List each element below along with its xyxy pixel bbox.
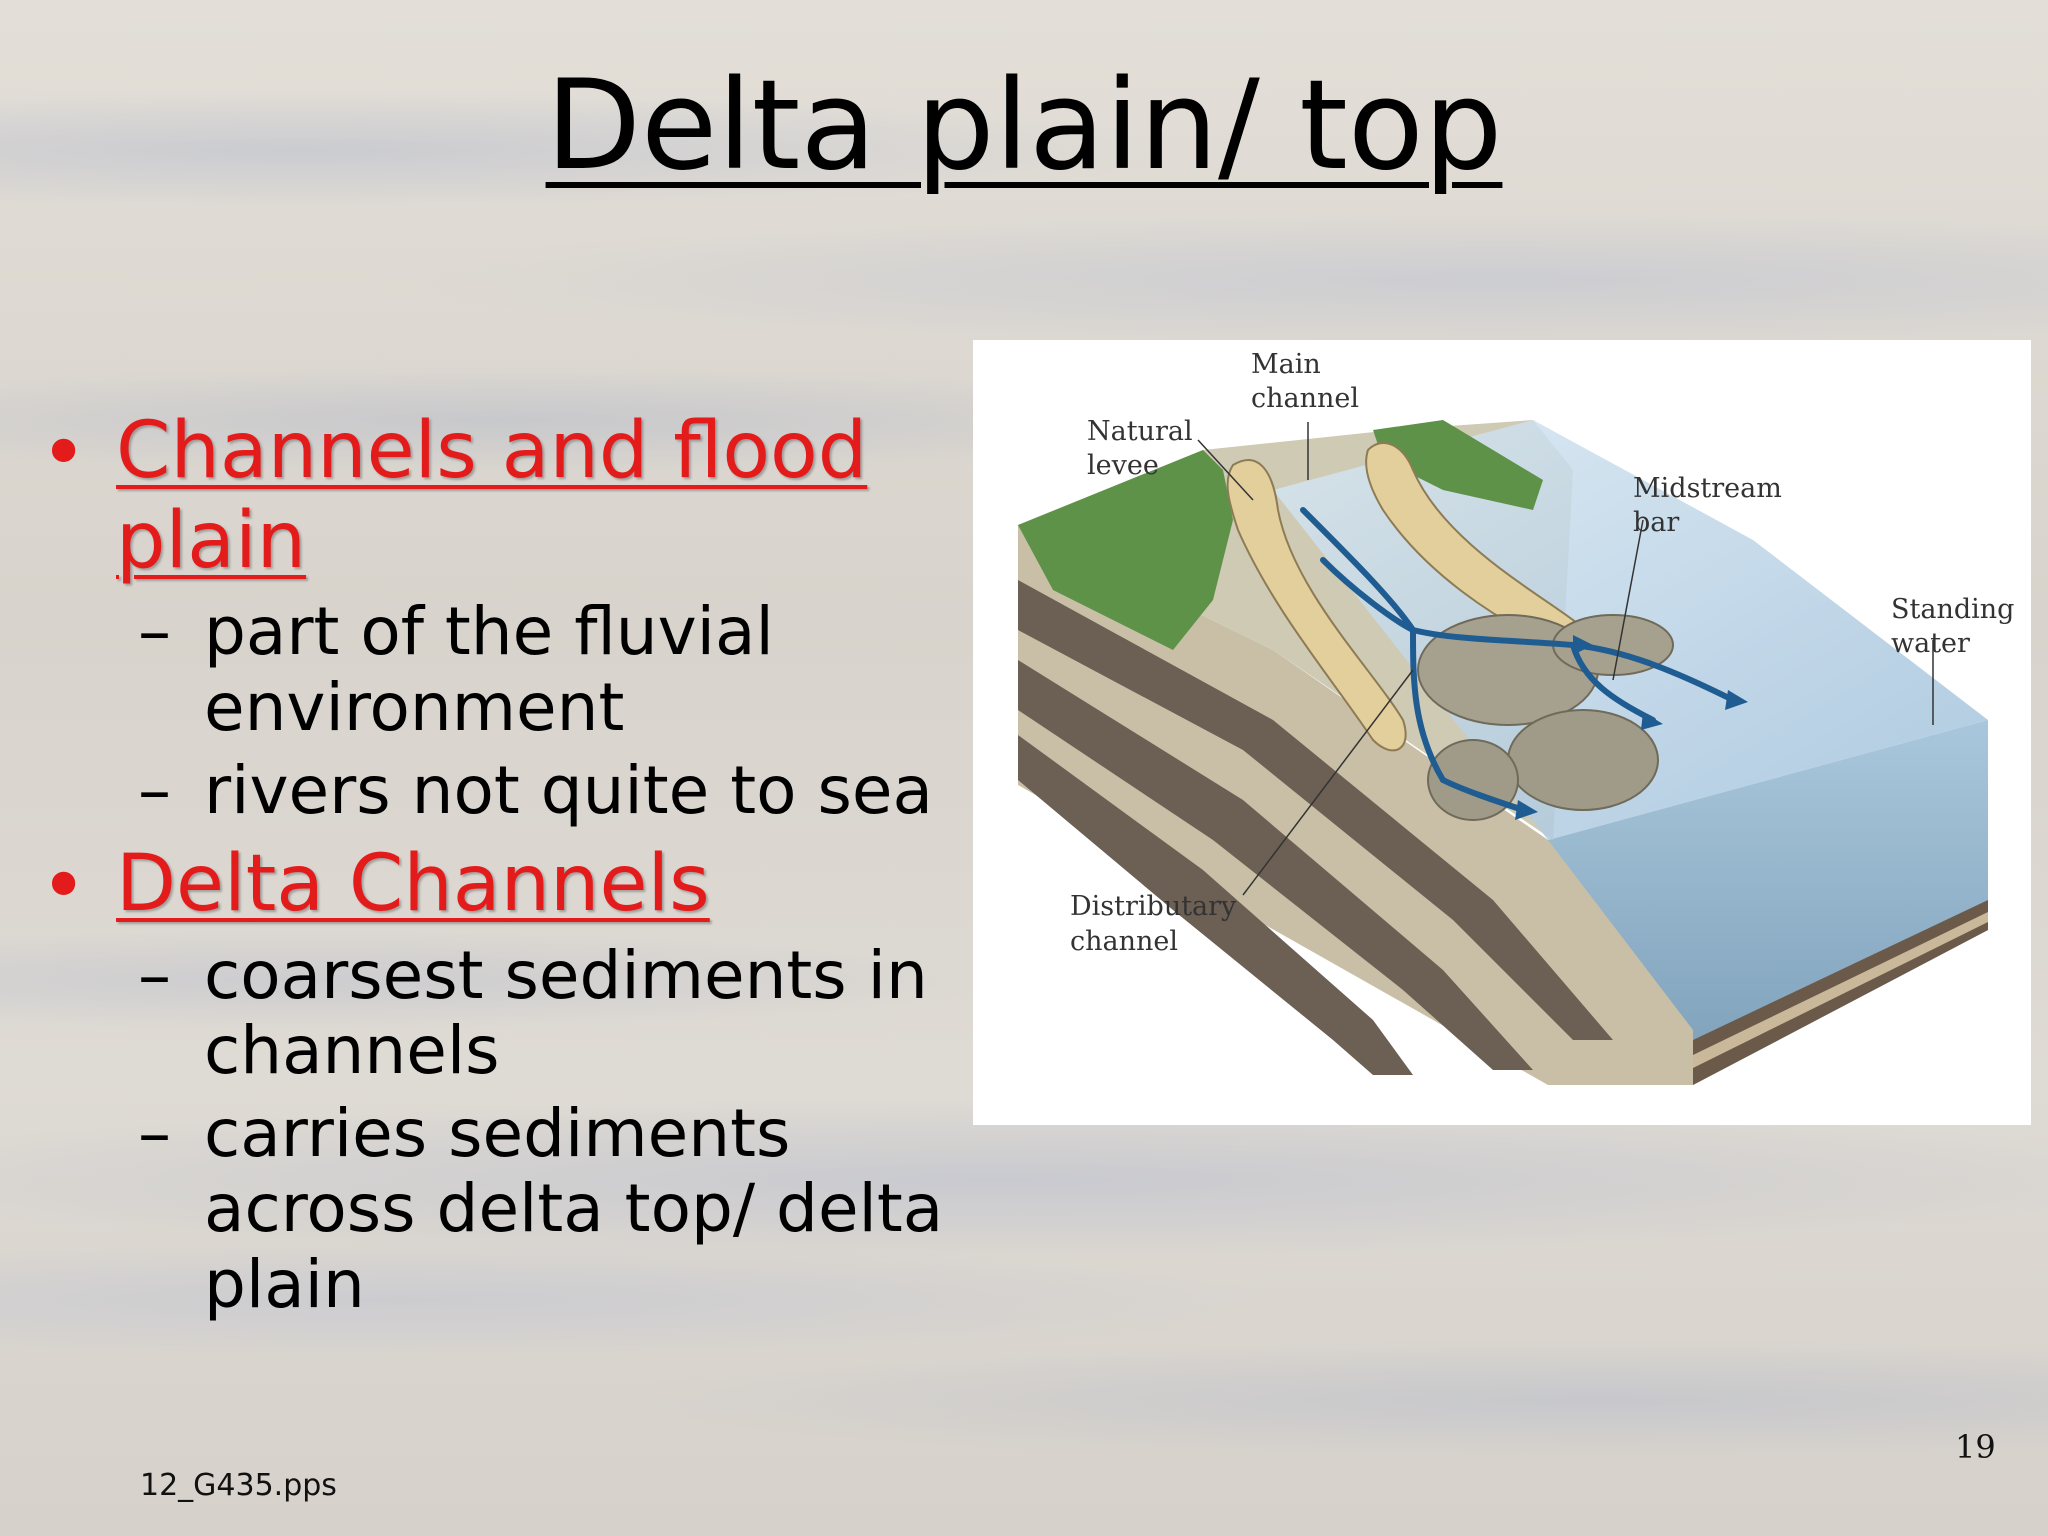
bullet-list: • Channels and flood plain – part of the… (30, 395, 960, 1322)
svg-text:levee: levee (1087, 450, 1159, 481)
bullet-dot: • (40, 839, 88, 933)
bullet-dot: • (40, 406, 88, 499)
label-midstream-bar: Midstream (1633, 473, 1782, 504)
delta-block-diagram: Main channel Natural levee Midstream bar… (973, 340, 2031, 1125)
subitem: – part of the fluvial environment (138, 593, 774, 746)
subitem: – coarsest sediments in channels (138, 936, 928, 1089)
svg-text:channel: channel (1251, 383, 1359, 414)
slide-title: Delta plain/ top (545, 54, 1503, 198)
bullet-heading: Channels and flood plain (116, 406, 868, 586)
grass-left (1018, 450, 1233, 650)
label-main-channel: Main (1251, 349, 1321, 380)
subitem: – rivers not quite to sea (138, 751, 933, 829)
natural-levee-left (1226, 459, 1407, 752)
bullet-channels: • Channels and flood plain (30, 406, 960, 586)
bullet-heading: Delta Channels (116, 839, 710, 930)
svg-text:bar: bar (1633, 507, 1679, 538)
label-natural-levee: Natural (1087, 416, 1193, 447)
bullet-delta-channels: • Delta Channels (30, 839, 960, 933)
svg-text:water: water (1891, 628, 1970, 659)
svg-text:channel: channel (1070, 926, 1178, 957)
label-standing-water: Standing (1891, 594, 2014, 625)
footer-filename: 12_G435.pps (140, 1468, 337, 1503)
page-number: 19 (1955, 1428, 1996, 1466)
label-distributary-channel: Distributary (1070, 891, 1237, 922)
grass-right (1373, 420, 1543, 510)
subitem: – carries sediments across delta top/ de… (138, 1095, 944, 1323)
flow-arrows (1300, 507, 1736, 813)
